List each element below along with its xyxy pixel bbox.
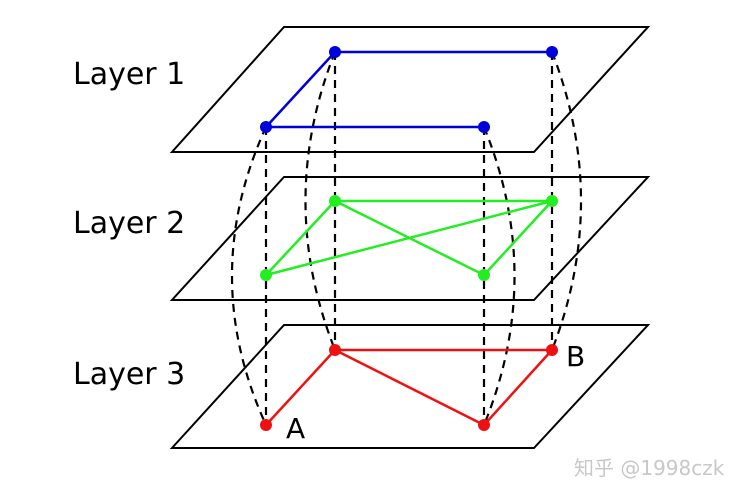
layer-3-nodes [260,344,558,431]
layer-3-edges [265,348,553,427]
interlayer-links [230,51,583,426]
layer-2-edges [265,199,553,277]
layer-1-plane [169,26,651,153]
layer-2-plane [169,176,651,301]
layer-2-nodes [260,195,558,281]
layer-2-label: Layer 2 [73,206,185,241]
node-label-b: B [566,340,585,373]
layer-1-nodes [260,46,558,133]
layer-3-label: Layer 3 [73,357,185,392]
layer-1-label: Layer 1 [73,57,185,92]
watermark: 知乎 @1998czk [574,456,725,480]
node-label-a: A [286,412,305,445]
layer-1-edges [265,50,552,129]
layer-3-plane [169,324,651,449]
